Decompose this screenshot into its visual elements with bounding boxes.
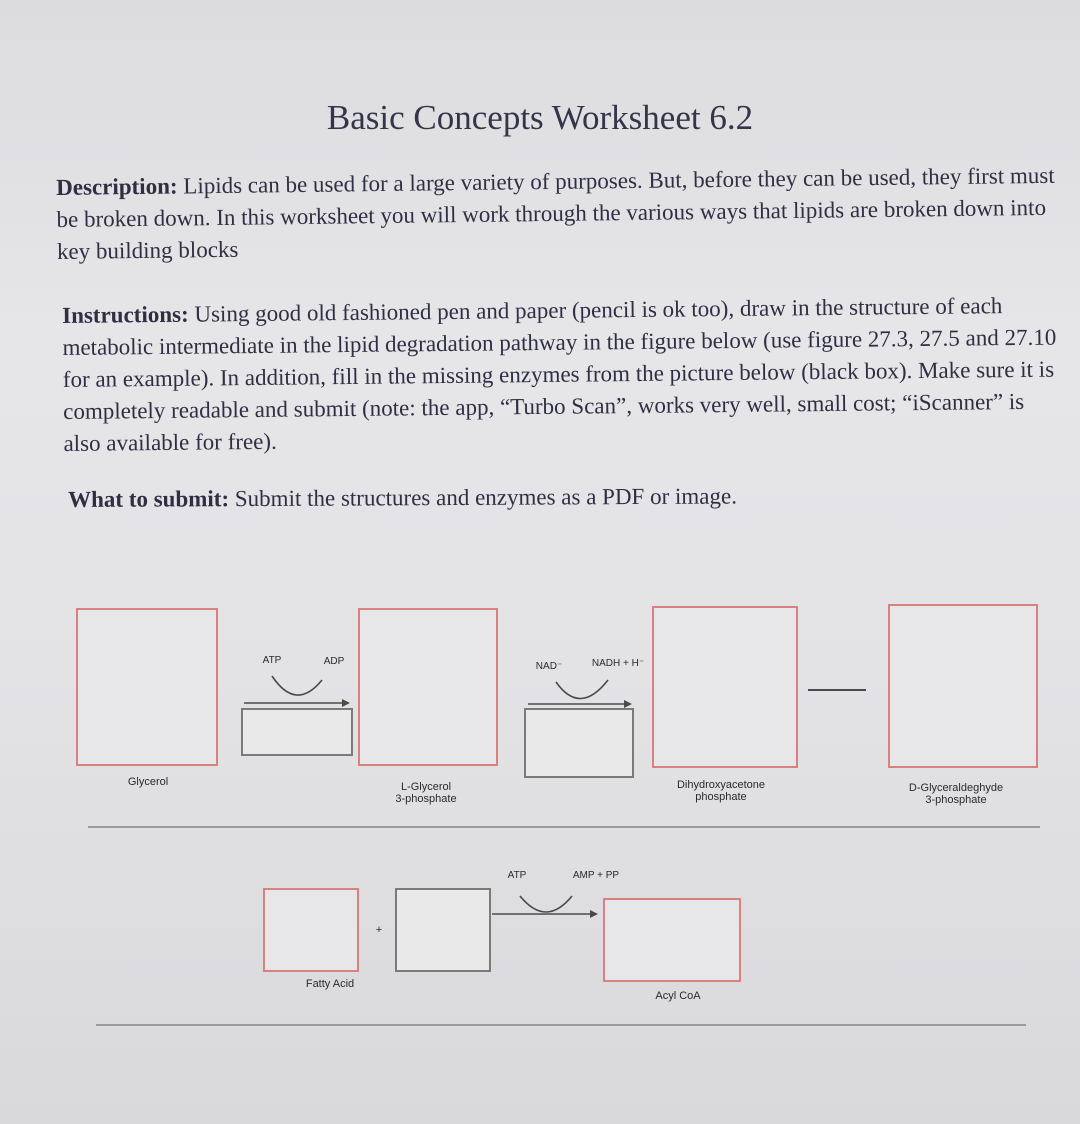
glycerol-structure-box [76, 608, 218, 766]
dhap-line-1: Dihydroxyacetone [676, 779, 766, 791]
atp-label-1: ATP [262, 655, 282, 666]
divider-line-1 [88, 826, 1040, 828]
l-glycerol-3-phosphate-line-2: 3-phosphate [395, 793, 457, 805]
g3p-structure-box [888, 604, 1038, 768]
plus-sign: + [375, 924, 383, 936]
cofactor-curve-2 [555, 679, 609, 700]
g3p-line-1: D-Glyceraldeghyde [908, 782, 1004, 794]
dhap-structure-box [652, 606, 798, 768]
amp-label: AMP + PP [572, 870, 620, 881]
acyl-coa-label: Acyl CoA [655, 990, 701, 1002]
g3p-label: D-Glyceraldeghyde 3-phosphate [893, 782, 1019, 806]
divider-line-2 [96, 1024, 1026, 1026]
acyl-coa-structure-box [603, 898, 741, 982]
cofactor-curve-1 [271, 675, 323, 696]
page-title: Basic Concepts Worksheet 6.2 [326, 98, 754, 137]
glycerol-label: Glycerol [127, 776, 169, 788]
fatty-acid-label: Fatty Acid [305, 978, 355, 990]
l-glycerol-3-phosphate-label: L-Glycerol 3-phosphate [386, 781, 466, 805]
nadh-label: NADH + H⁻ [591, 658, 645, 669]
fatty-acid-structure-box [263, 888, 359, 972]
dhap-line-2: phosphate [695, 791, 747, 803]
l-glycerol-3-phosphate-structure-box [358, 608, 498, 766]
coa-box [395, 888, 491, 972]
adp-label-1: ADP [323, 656, 345, 667]
dhap-label: Dihydroxyacetone phosphate [666, 779, 776, 803]
atp-label-2: ATP [507, 870, 527, 881]
nad-label: NAD⁻ [535, 661, 563, 672]
g3p-line-2: 3-phosphate [925, 794, 987, 806]
enzyme-box-2 [524, 708, 634, 778]
cofactor-curve-3 [519, 895, 573, 913]
arrowhead-1 [342, 699, 350, 707]
arrowhead-2 [624, 700, 632, 708]
enzyme-box-1 [241, 708, 353, 756]
arrowhead-3 [590, 910, 598, 918]
l-glycerol-3-phosphate-line-1: L-Glycerol [400, 781, 452, 793]
